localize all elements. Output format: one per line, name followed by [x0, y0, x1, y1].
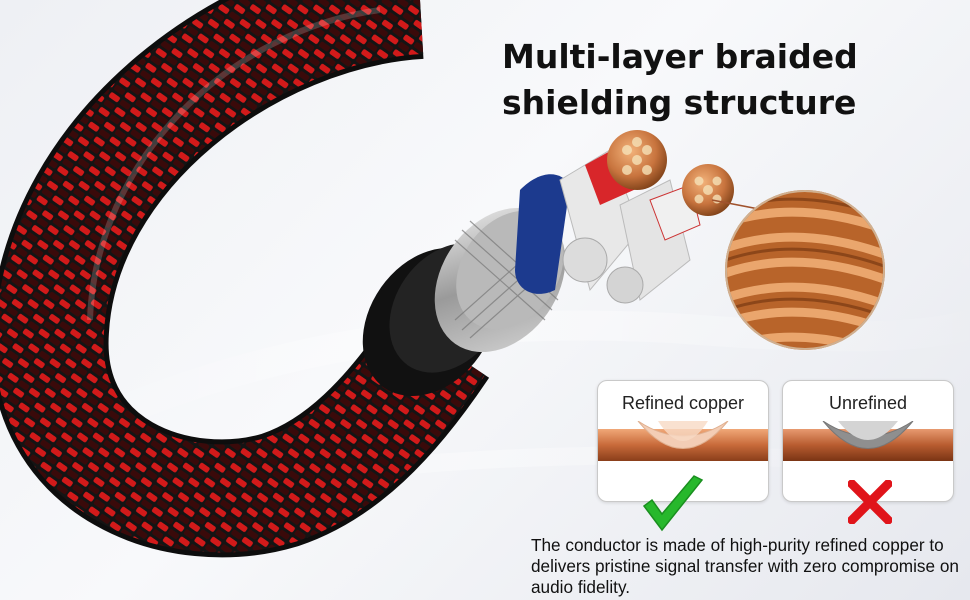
headline: Multi-layer braided shielding structure [502, 34, 942, 126]
refined-copper-wire-image [598, 421, 768, 461]
copper-cores [607, 130, 734, 216]
green-checkmark-icon [642, 475, 704, 532]
copper-magnifier [711, 190, 885, 350]
red-x-icon [848, 480, 892, 524]
unrefined-label: Unrefined [828, 393, 908, 413]
refined-copper-card: Refined copper [597, 380, 769, 502]
caption: The conductor is made of high-purity ref… [531, 535, 959, 597]
headline-line-1: Multi-layer braided [502, 37, 858, 76]
refined-copper-label: Refined copper [621, 393, 745, 413]
unrefined-copper-wire-image [783, 421, 953, 461]
headline-line-2: shielding structure [502, 83, 857, 122]
unrefined-card: Unrefined [782, 380, 954, 502]
